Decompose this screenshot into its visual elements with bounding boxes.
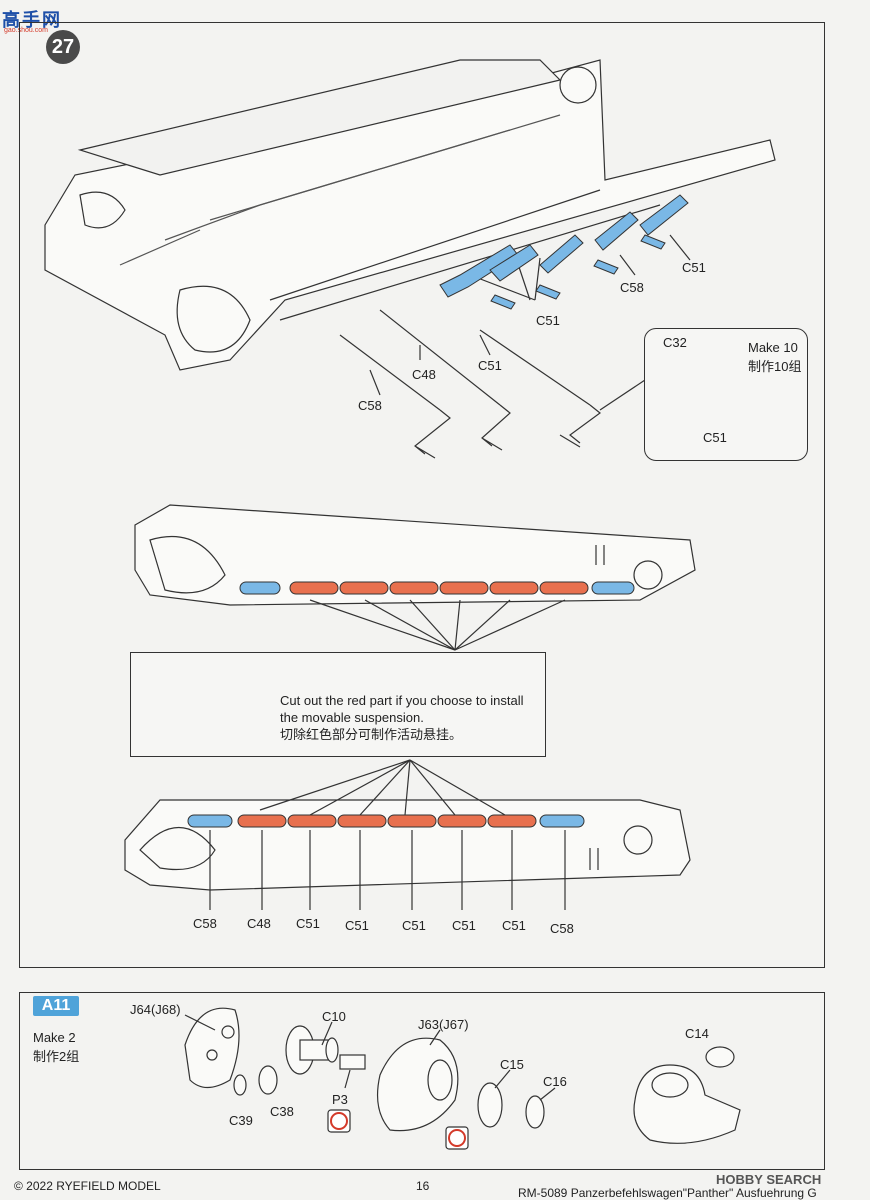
label-c51-mid: C51 — [478, 358, 502, 373]
label-c51-group: C51 — [536, 313, 560, 328]
label-c58-left: C58 — [358, 398, 382, 413]
lower-label-c51-2: C51 — [345, 918, 369, 933]
warning-line-1: Cut out the red part if you choose to in… — [280, 693, 524, 708]
lower-label-c51-5: C51 — [502, 918, 526, 933]
step-a11-tag: A11 — [33, 996, 79, 1016]
a11-label-c39: C39 — [229, 1113, 253, 1128]
lower-label-c48: C48 — [247, 916, 271, 931]
a11-label-j63: J63(J67) — [418, 1017, 469, 1032]
detail-make-en: Make 10 — [748, 340, 798, 355]
warning-line-3: 切除红色部分可制作活动悬挂。 — [280, 727, 463, 742]
detail-label-c51: C51 — [703, 430, 727, 445]
detail-make-cn: 制作10组 — [748, 359, 802, 374]
warning-text: Cut out the red part if you choose to in… — [280, 692, 524, 743]
lower-label-c51-1: C51 — [296, 916, 320, 931]
label-c58-right: C58 — [620, 280, 644, 295]
footer-brand-watermark: HOBBY SEARCH — [716, 1172, 822, 1187]
a11-label-c14: C14 — [685, 1026, 709, 1041]
swing-arms-middle — [239, 581, 635, 595]
footer-copyright: © 2022 RYEFIELD MODEL — [14, 1179, 161, 1193]
a11-make-cn: 制作2组 — [33, 1049, 80, 1064]
step-27-frame — [19, 22, 825, 968]
a11-parts — [184, 1007, 741, 1150]
watermark-url: gao.shou.com — [4, 27, 48, 34]
a11-make-en: Make 2 — [33, 1030, 76, 1045]
lower-label-c51-3: C51 — [402, 918, 426, 933]
a11-label-j64: J64(J68) — [130, 1002, 181, 1017]
swing-arms-lower — [187, 814, 585, 828]
step-a11-frame — [19, 992, 825, 1170]
label-c48: C48 — [412, 367, 436, 382]
label-c51-right: C51 — [682, 260, 706, 275]
a11-label-c10: C10 — [322, 1009, 346, 1024]
warning-box — [130, 652, 546, 757]
step-number-badge: 27 — [46, 30, 80, 64]
footer-page-number: 16 — [416, 1179, 430, 1193]
detail-label-c32: C32 — [663, 335, 687, 350]
lower-label-c58-right: C58 — [550, 921, 574, 936]
watermark-logo: 高手网 — [2, 10, 62, 30]
a11-label-c38: C38 — [270, 1104, 294, 1119]
hull-side-outline-middle — [134, 504, 696, 606]
warning-line-2: the movable suspension. — [280, 710, 424, 725]
lower-label-c58-left: C58 — [193, 916, 217, 931]
detail-callout-box — [644, 328, 808, 461]
blue-swing-arms-upper — [439, 194, 689, 310]
a11-label-p3: P3 — [332, 1092, 348, 1107]
a11-label-c15: C15 — [500, 1057, 524, 1072]
footer-model-name: RM-5089 Panzerbefehlswagen"Panther" Ausf… — [518, 1186, 817, 1200]
a11-label-c16: C16 — [543, 1074, 567, 1089]
lower-label-c51-4: C51 — [452, 918, 476, 933]
